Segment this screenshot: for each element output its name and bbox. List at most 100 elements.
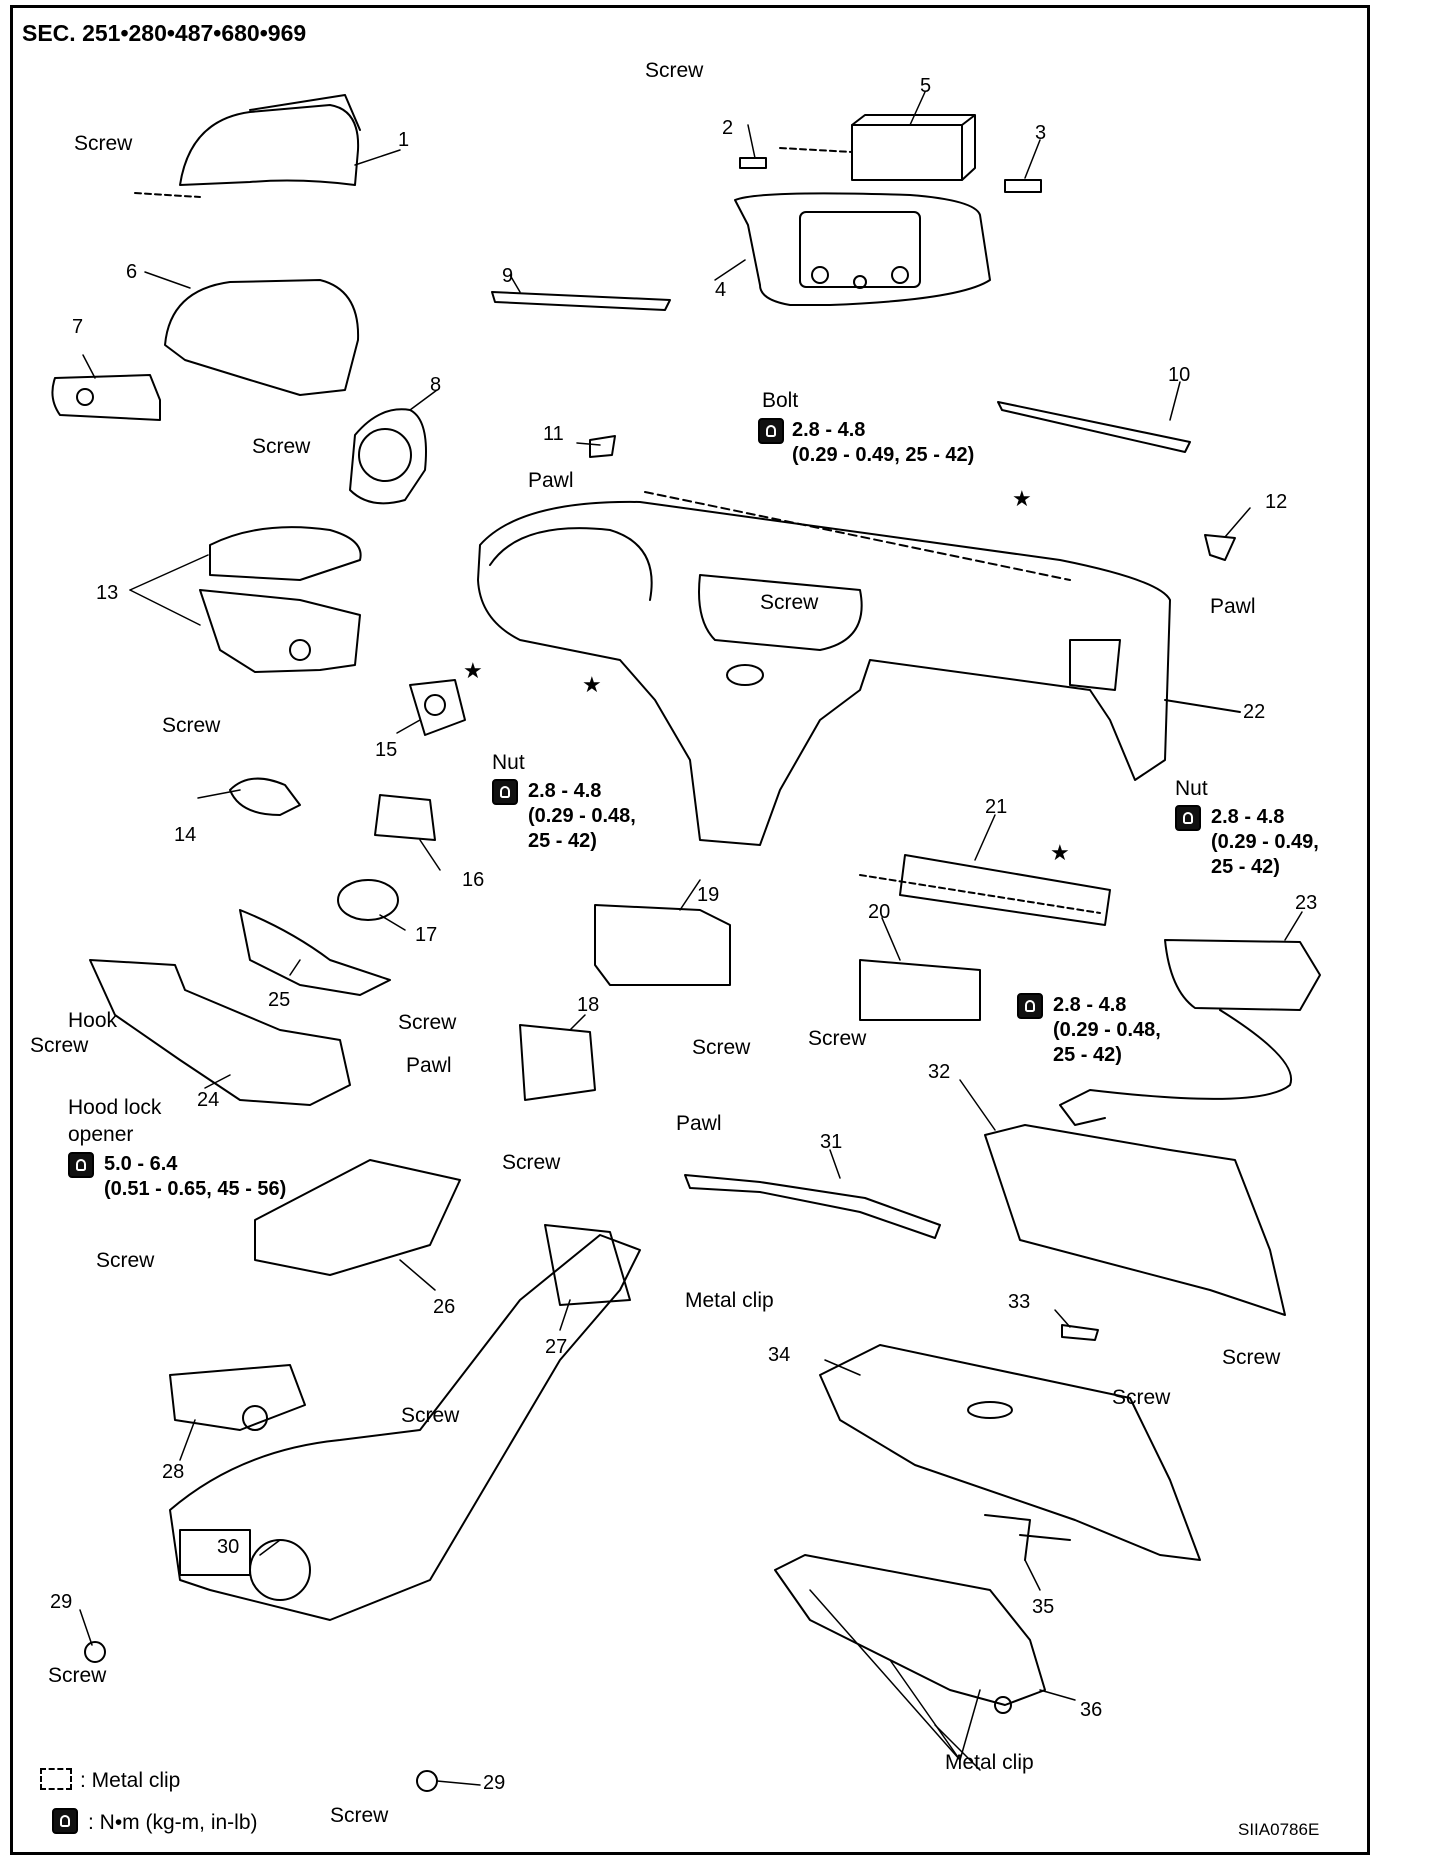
part-number: 22 [1243, 701, 1266, 723]
callout-nut: Nut [1175, 777, 1208, 800]
part-defroster-left [491, 291, 671, 311]
star-marker: ★ [582, 672, 602, 697]
legend-torque-unit: : N•m (kg-m, in-lb) [88, 1811, 258, 1834]
part-number: 9 [502, 265, 514, 287]
callout-screw: Screw [30, 1034, 89, 1057]
callout-metal-clip: Metal clip [685, 1289, 774, 1312]
callout-screw: Screw [692, 1036, 751, 1059]
section-heading: SEC. 251•280•487•680•969 [22, 20, 307, 46]
callout-hood-lock: opener [68, 1123, 134, 1146]
part-cd-unit [859, 959, 981, 1021]
torque-wrench-icon [1017, 993, 1043, 1019]
star-marker: ★ [1012, 486, 1032, 511]
part-spiral-cable [229, 777, 301, 816]
part-number: 10 [1168, 364, 1191, 386]
part-number: 21 [985, 796, 1008, 818]
torque-spec-nut-left: 2.8 - 4.8(0.29 - 0.48,25 - 42) [528, 780, 636, 852]
part-cup-holder [169, 1364, 306, 1431]
part-audio-bracket [899, 854, 1111, 926]
part-audio-bracket-finisher [519, 1024, 596, 1101]
part-glove-box-housing [984, 1124, 1286, 1316]
part-number: 17 [415, 924, 438, 946]
callout-screw: Screw [330, 1804, 389, 1827]
callout-screw: Screw [96, 1249, 155, 1272]
part-instrument-finisher [684, 1174, 941, 1239]
torque-wrench-icon [758, 418, 784, 444]
part-number: 2 [722, 117, 734, 139]
part-number: 16 [462, 869, 485, 891]
torque-wrench-icon [68, 1152, 94, 1178]
part-number: 25 [268, 989, 291, 1011]
part-number: 11 [543, 423, 564, 445]
torque-wrench-icon [492, 779, 518, 805]
callout-pawl: Pawl [1210, 595, 1256, 618]
part-ignition-finisher [409, 679, 466, 736]
part-audio-unit [594, 904, 731, 986]
callout-screw: Screw [1222, 1346, 1281, 1369]
part-number: 4 [715, 279, 727, 301]
part-number: 14 [174, 824, 197, 846]
callout-screw: Screw [808, 1027, 867, 1050]
leader-lines [79, 91, 1303, 1786]
figure-code: SIIA0786E [1238, 1820, 1320, 1839]
part-number: 33 [1008, 1291, 1031, 1313]
part-console-box [544, 1224, 631, 1306]
part-number: 15 [375, 739, 398, 761]
torque-spec-nut-right: 2.8 - 4.8(0.29 - 0.49,25 - 42) [1211, 806, 1319, 878]
part-steering-column-cover [199, 526, 362, 673]
star-marker: ★ [1050, 840, 1070, 865]
metal-clip-legend-box [40, 1768, 72, 1790]
part-bezel-ring [337, 879, 399, 921]
callout-screw: Screw [48, 1664, 107, 1687]
part-glove-box-inner [774, 1554, 1046, 1706]
part-passenger-airbag [1059, 939, 1321, 1126]
diagram-frame [10, 5, 1370, 1855]
part-lower-instrument-panel [89, 959, 351, 1106]
part-number: 20 [868, 901, 891, 923]
callout-screw: Screw [760, 591, 819, 614]
callout-screw: Screw [74, 132, 133, 155]
callout-hood-lock: Hood lock [68, 1096, 162, 1119]
part-number: 26 [433, 1296, 456, 1318]
star-marker: ★ [463, 658, 483, 683]
part-number: 12 [1265, 491, 1288, 513]
part-pawl-12 [1204, 534, 1236, 561]
part-number: 27 [545, 1336, 568, 1358]
part-console-finisher [254, 1159, 461, 1276]
callout-screw: Screw [502, 1151, 561, 1174]
part-number: 1 [398, 129, 410, 151]
callout-pawl: Pawl [406, 1054, 452, 1077]
part-number: 23 [1295, 892, 1318, 914]
part-instrument-panel [477, 491, 1171, 846]
callout-nut: Nut [492, 751, 525, 774]
part-console-cap-right [416, 1770, 438, 1792]
part-number: 8 [430, 374, 442, 396]
callout-metal-clip: Metal clip [945, 1751, 1034, 1774]
part-meter-visor [134, 94, 361, 198]
part-glove-box-clips [984, 1514, 1071, 1561]
part-cluster-hood [51, 279, 427, 505]
part-cluster-lid [734, 114, 1042, 306]
torque-wrench-icon [52, 1808, 78, 1834]
part-number: 35 [1032, 1596, 1055, 1618]
part-number: 19 [697, 884, 720, 906]
callout-screw: Screw [645, 59, 704, 82]
torque-spec-hood-lock: 5.0 - 6.4(0.51 - 0.65, 45 - 56) [104, 1153, 287, 1200]
part-number: 34 [768, 1344, 791, 1366]
torque-wrench-icon [1175, 805, 1201, 831]
part-number: 31 [820, 1131, 843, 1153]
torque-spec-bolt: 2.8 - 4.8(0.29 - 0.49, 25 - 42) [792, 419, 975, 466]
part-number: 3 [1035, 122, 1047, 144]
part-number: 24 [197, 1089, 220, 1111]
callout-screw: Screw [252, 435, 311, 458]
part-number: 29 [483, 1772, 506, 1794]
part-number: 7 [72, 316, 84, 338]
part-number: 29 [50, 1591, 73, 1613]
legend-metal-clip: : Metal clip [80, 1769, 181, 1792]
callout-pawl: Pawl [676, 1112, 722, 1135]
callout-screw: Screw [1112, 1386, 1171, 1409]
callout-screw: Screw [162, 714, 221, 737]
part-number: 28 [162, 1461, 185, 1483]
part-console-cap-left [84, 1641, 106, 1663]
